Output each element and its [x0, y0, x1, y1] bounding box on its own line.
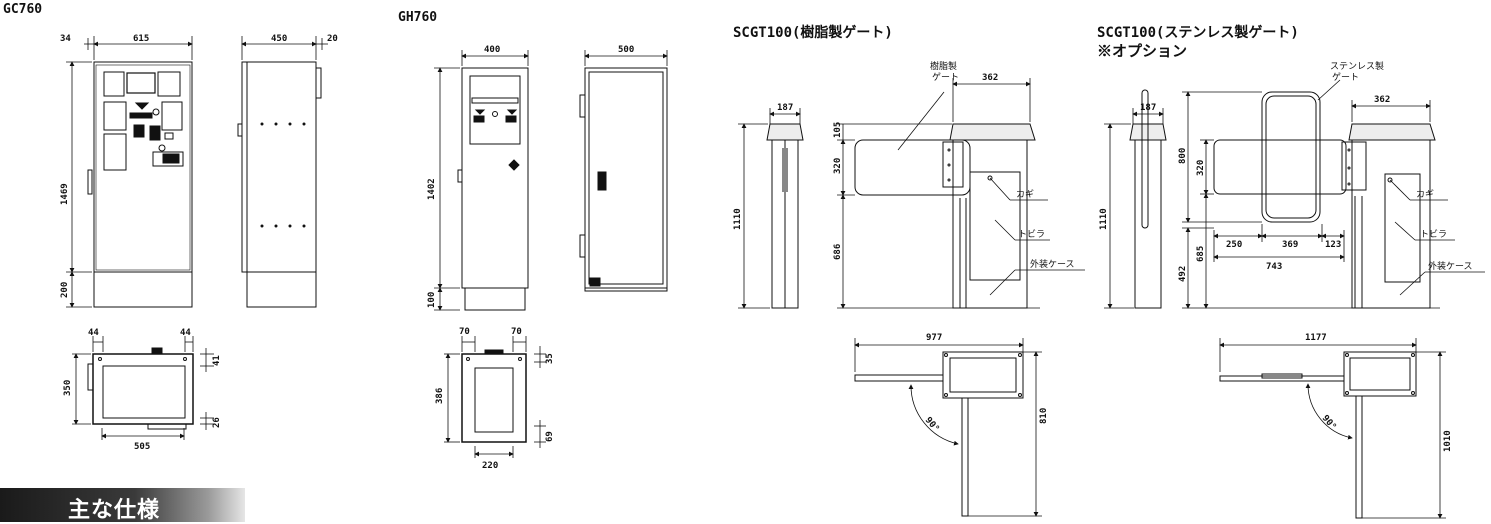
dim-scgt-steel-320: 320: [1196, 160, 1206, 176]
dim-gh760-400: 400: [484, 45, 500, 55]
title-scgt-steel: SCGT100(ステンレス製ゲート): [1097, 25, 1299, 41]
gh760-dimension-labels: 400 500 1402 100 70 70 386 35 69 220: [427, 45, 634, 471]
label-scgt-resin-key: カギ: [1016, 189, 1034, 200]
dim-scgt-steel-187: 187: [1140, 103, 1156, 113]
gc760-front-view: [87, 61, 193, 308]
title-option: ※オプション: [1097, 42, 1188, 60]
scgt-resin-plan-view: [854, 351, 1024, 517]
gc760-dimension-labels: 34 615 450 20 1469 200 44 44 350 41 26 5…: [60, 34, 338, 452]
scgt-resin-labels: 187 362 105 320 1110 686 977 810 90° 樹脂製…: [733, 60, 1075, 434]
dim-scgt-resin-1110: 1110: [733, 208, 743, 230]
scgt-resin-post-view: [766, 123, 804, 309]
spec-banner: 主な仕様: [0, 488, 245, 523]
scgt-resin-dimensions: [738, 78, 1085, 517]
label-scgt-resin-door: トビラ: [1018, 229, 1045, 240]
dim-scgt-steel-369: 369: [1282, 240, 1298, 250]
dim-scgt-resin-362: 362: [982, 73, 998, 83]
dim-gc760-44-left: 44: [88, 328, 99, 338]
label-scgt-resin-case: 外装ケース: [1030, 258, 1075, 270]
dim-gh760-1402: 1402: [427, 178, 437, 200]
scgt-steel-labels: 187 362 800 320 1110 685 492 250 369 123…: [1099, 60, 1473, 452]
scgt-steel-plan-view: [1219, 351, 1417, 519]
dim-gc760-350: 350: [63, 380, 73, 396]
gc760-side-view: [237, 61, 322, 308]
dim-gh760-70-left: 70: [459, 327, 470, 337]
dim-gh760-386: 386: [435, 388, 445, 404]
dim-gc760-1469: 1469: [60, 183, 70, 205]
gc760-dimensions: [66, 36, 328, 440]
dim-gh760-220: 220: [482, 461, 498, 471]
dim-scgt-resin-810: 810: [1039, 408, 1049, 424]
gh760-plan-view: [461, 349, 527, 443]
dim-gc760-34: 34: [60, 34, 71, 44]
label-scgt-steel-key: カギ: [1416, 189, 1434, 200]
dim-scgt-steel-1110: 1110: [1099, 208, 1109, 230]
title-gc760: GC760: [3, 2, 43, 17]
label-scgt-resin-gate-2: ゲート: [932, 71, 959, 83]
scgt-steel-dimensions: [1104, 79, 1485, 519]
label-scgt-steel-door: トビラ: [1420, 229, 1447, 240]
dim-scgt-resin-977: 977: [926, 333, 942, 343]
dim-scgt-steel-250: 250: [1226, 240, 1242, 250]
dim-scgt-steel-362: 362: [1374, 95, 1390, 105]
title-gh760: GH760: [398, 10, 438, 25]
dim-scgt-resin-187: 187: [777, 103, 793, 113]
dim-scgt-resin-320: 320: [833, 158, 843, 174]
dim-scgt-resin-105: 105: [833, 122, 843, 138]
dim-scgt-steel-1010: 1010: [1443, 430, 1453, 452]
scgt-steel-post-view: [1129, 89, 1167, 309]
dim-gc760-26: 26: [212, 417, 222, 428]
label-scgt-steel-gate-1: ステンレス製: [1330, 60, 1384, 72]
scgt-resin-front-view: [854, 123, 1036, 309]
dim-scgt-steel-1177: 1177: [1305, 333, 1327, 343]
dim-gh760-500: 500: [618, 45, 634, 55]
gh760-front-view: [457, 67, 529, 311]
dim-scgt-steel-angle: 90°: [1320, 414, 1338, 433]
dim-gc760-615: 615: [133, 34, 149, 44]
dim-gc760-505: 505: [134, 442, 150, 452]
gh760-dimensions: [434, 50, 668, 458]
scgt-steel-front-view: [1213, 91, 1436, 309]
title-scgt-resin: SCGT100(樹脂製ゲート): [733, 25, 893, 41]
spec-banner-label: 主な仕様: [68, 498, 161, 523]
dim-gh760-69: 69: [545, 431, 555, 442]
dim-scgt-steel-123: 123: [1325, 240, 1341, 250]
dim-gh760-100: 100: [427, 292, 437, 308]
gh760-side-view: [579, 67, 668, 292]
dim-gc760-41: 41: [212, 355, 222, 366]
dim-gc760-200: 200: [60, 282, 70, 298]
dim-scgt-steel-492: 492: [1178, 266, 1188, 282]
dim-gh760-35: 35: [545, 353, 555, 364]
dim-scgt-steel-743: 743: [1266, 262, 1282, 272]
dim-gh760-70-right: 70: [511, 327, 522, 337]
dim-scgt-steel-800: 800: [1178, 148, 1188, 164]
label-scgt-steel-gate-2: ゲート: [1332, 71, 1359, 83]
dim-scgt-steel-685: 685: [1196, 246, 1206, 262]
label-scgt-steel-case: 外装ケース: [1428, 260, 1473, 272]
dim-gc760-20: 20: [327, 34, 338, 44]
dim-gc760-450: 450: [271, 34, 287, 44]
label-scgt-resin-gate-1: 樹脂製: [930, 60, 957, 72]
dim-scgt-resin-angle: 90°: [923, 416, 941, 435]
dim-gc760-44-right: 44: [180, 328, 191, 338]
gc760-plan-view: [87, 347, 194, 430]
dim-scgt-resin-686: 686: [833, 244, 843, 260]
